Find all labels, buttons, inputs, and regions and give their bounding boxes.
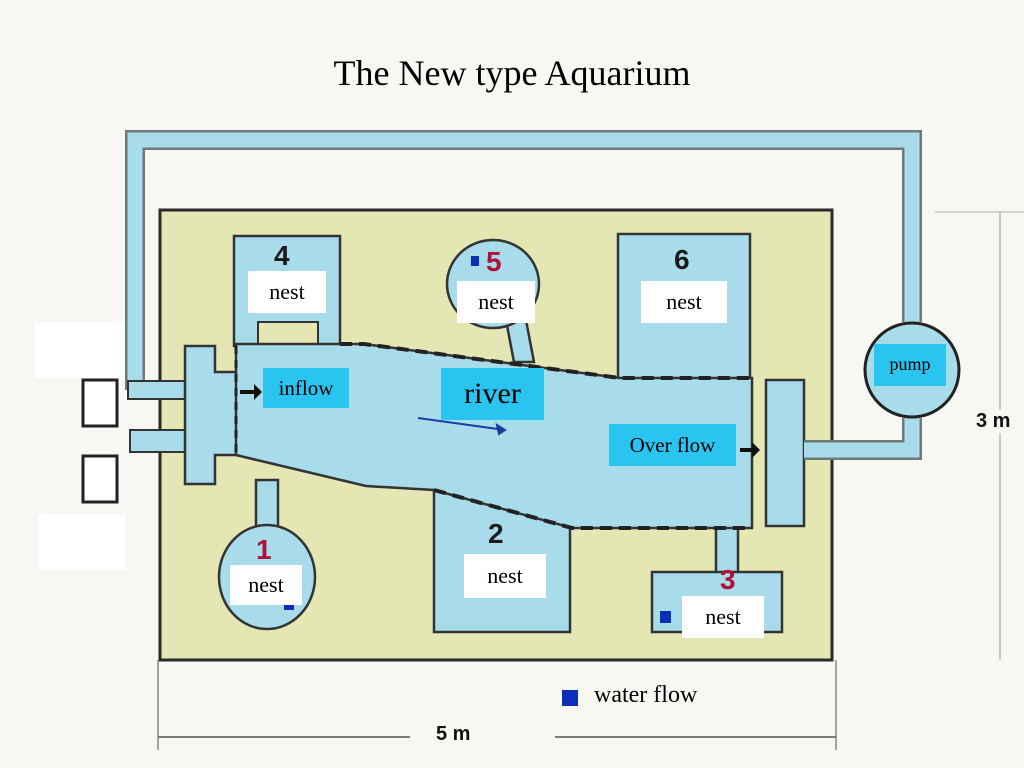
nest-3-label: nest [682,596,764,638]
nest-number-3: 3 [720,564,736,595]
river-bottom-dashed-line [433,488,752,530]
nest-4-box [257,321,319,347]
left-square-lower [81,454,119,504]
river-top-dashed-line [340,342,752,380]
nest-1-neck [254,478,280,532]
nest-5-label: nest [457,281,535,323]
return-pipe [127,132,920,390]
nest-number-2: 2 [488,518,504,549]
nest-number-5: 5 [486,246,502,277]
water-flow-marker-5 [471,256,479,266]
nest-number-1: 1 [256,534,272,565]
nest-6-label: nest [641,281,727,323]
overflow-arrow-icon [740,442,760,458]
overflow-label: Over flow [609,424,736,466]
river-flow-arrow-icon [495,422,507,436]
river-label: river [441,368,544,420]
height-dimension-label: 3 m [972,410,1024,433]
left-square-upper [81,378,119,428]
inflow-pipe [127,380,191,400]
river-flow-arrow-line [417,417,506,431]
nest-number-6: 6 [674,244,690,275]
water-flow-marker-3 [660,611,671,623]
inflow-arrow-icon [240,384,262,400]
nest-2-label: nest [464,554,546,598]
left-blank-label-lower [38,515,126,570]
nest-number-4: 4 [274,240,290,271]
left-blank-label-upper [35,323,125,378]
pump-pipe [804,418,920,458]
pump-label: pump [874,344,946,386]
diagram-title: The New type Aquarium [333,53,691,93]
overflow-chamber [764,378,806,528]
width-dimension-label: 5 m [432,723,475,746]
legend-label: water flow [594,682,698,708]
nest-1-label: nest [230,565,302,605]
legend-marker-icon [562,690,578,706]
inflow-label: inflow [263,368,349,408]
nest-4-label: nest [248,271,326,313]
